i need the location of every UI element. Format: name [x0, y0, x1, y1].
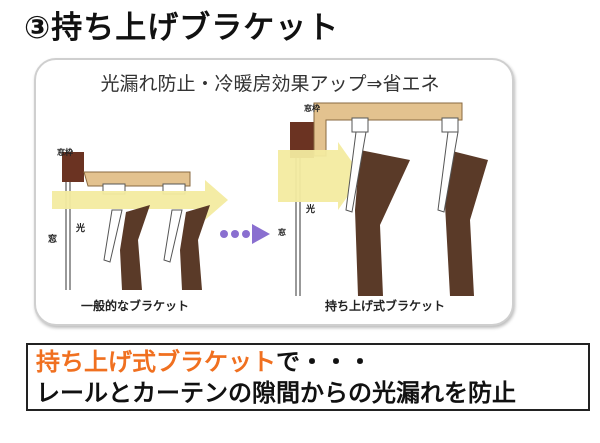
transition-arrow — [220, 224, 270, 244]
curtain-hook — [345, 131, 367, 213]
lifted-bracket-caption: 持ち上げ式ブラケット — [325, 298, 445, 313]
lifted-bracket-rail — [313, 102, 463, 157]
frame-label: 窓枠 — [304, 103, 320, 113]
curtain — [180, 205, 210, 290]
window-frame — [62, 152, 84, 182]
normal-bracket-illustration: 窓枠 光 窓 一般的なブラケット — [48, 147, 228, 313]
note-line-1: 持ち上げ式ブラケットで・・・ — [36, 347, 580, 378]
curtain — [355, 150, 410, 296]
panel-heading: 光漏れ防止・冷暖房効果アップ⇒省エネ — [101, 73, 440, 95]
page-title: ③持ち上げブラケット — [24, 10, 340, 46]
curtain-hook — [437, 131, 459, 213]
note-line-2: レールとカーテンの隙間からの光漏れを防止 — [36, 379, 516, 407]
curtain — [445, 150, 488, 296]
light-arrow — [52, 180, 228, 220]
summary-note: 持ち上げ式ブラケットで・・・ レールとカーテンの隙間からの光漏れを防止 — [26, 343, 590, 411]
normal-bracket-caption: 一般的なブラケット — [81, 298, 189, 313]
frame-label: 窓枠 — [57, 147, 73, 157]
note-highlight: 持ち上げ式ブラケット — [36, 348, 276, 376]
bracket-rail — [83, 171, 191, 187]
lifted-bracket-illustration: 窓枠 光 窓 持ち上げ式ブラケット — [278, 102, 488, 313]
curtain-hook — [103, 209, 123, 263]
window-label: 窓 — [278, 227, 286, 237]
light-label: 光 — [75, 222, 85, 234]
curtain-hook — [163, 209, 183, 263]
window-label: 窓 — [48, 233, 57, 245]
curtain — [120, 205, 150, 290]
note-line1-rest: で・・・ — [276, 348, 372, 376]
light-label: 光 — [305, 203, 315, 215]
light-arrow — [278, 142, 362, 210]
